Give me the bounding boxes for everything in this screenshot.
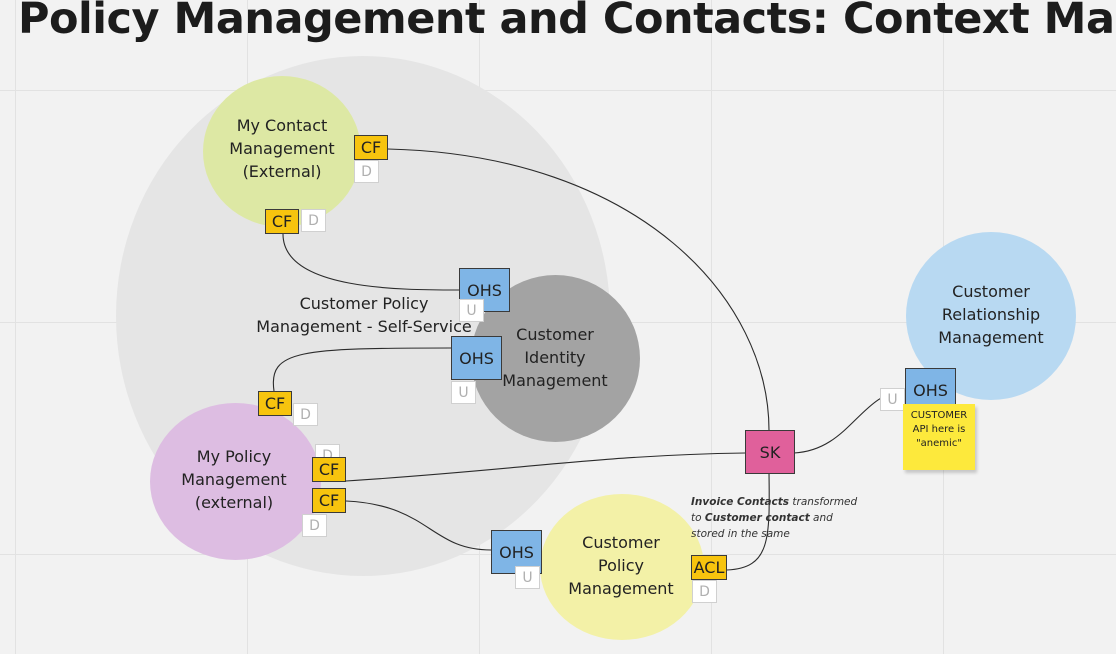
crm-upstream-marker: U xyxy=(880,388,905,411)
connector-mycontact-identity-ohs xyxy=(282,233,460,291)
sticky-note[interactable]: CUSTOMER API here is "anemic" xyxy=(903,404,975,470)
customer-relationship-management-label: Customer Relationship Management xyxy=(938,281,1044,347)
my-policy-cf-tag[interactable]: CF xyxy=(258,391,292,416)
annotation-text-2: and stored in the same xyxy=(691,512,833,540)
my-contact-downstream-marker-2: D xyxy=(301,209,326,232)
connector-mypolicy-policy-ohs xyxy=(345,500,492,551)
my-policy-management-circle[interactable] xyxy=(150,403,321,560)
customer-policy-management-label: Customer Policy Management xyxy=(568,532,674,598)
identity-upstream-marker: U xyxy=(459,299,484,322)
my-contact-downstream-marker: D xyxy=(354,160,379,183)
connector-mycontact-sk xyxy=(387,148,770,433)
my-policy-cf-tag-3[interactable]: CF xyxy=(312,488,346,513)
my-contact-management-circle[interactable] xyxy=(203,76,361,227)
connector-mypolicy-sk xyxy=(345,452,746,482)
shared-kernel-tag[interactable]: SK xyxy=(745,430,795,474)
identity-upstream-marker-2: U xyxy=(451,381,476,404)
policy-upstream-marker: U xyxy=(515,566,540,589)
connector-mypolicy-identity-ohs xyxy=(272,347,452,392)
my-contact-management-label: My Contact Management (External) xyxy=(229,115,335,181)
annotation-customer-contact: Customer contact xyxy=(704,512,810,524)
my-contact-cf-tag-2[interactable]: CF xyxy=(265,209,299,234)
my-policy-management-label: My Policy Management (external) xyxy=(181,446,287,512)
transformation-annotation: Invoice Contacts transformed to Customer… xyxy=(691,494,861,542)
my-contact-cf-tag[interactable]: CF xyxy=(354,135,388,160)
my-policy-cf-tag-2[interactable]: CF xyxy=(312,457,346,482)
annotation-text-1: transformed to xyxy=(691,496,858,524)
self-service-context-label: Customer Policy Management - Self-Servic… xyxy=(256,294,472,336)
my-policy-downstream-marker: D xyxy=(293,403,318,426)
page-title: Policy Management and Contacts: Context … xyxy=(18,0,1116,44)
annotation-invoice-contacts: Invoice Contacts xyxy=(691,496,790,508)
policy-acl-tag[interactable]: ACL xyxy=(691,555,727,580)
my-policy-downstream-marker-3: D xyxy=(302,514,327,537)
identity-ohs-tag-2[interactable]: OHS xyxy=(451,336,502,380)
policy-downstream-marker: D xyxy=(692,580,717,603)
customer-policy-management-circle[interactable] xyxy=(540,494,704,640)
customer-identity-management-label: Customer Identity Management xyxy=(502,324,608,390)
connector-sk-acl xyxy=(726,472,770,571)
